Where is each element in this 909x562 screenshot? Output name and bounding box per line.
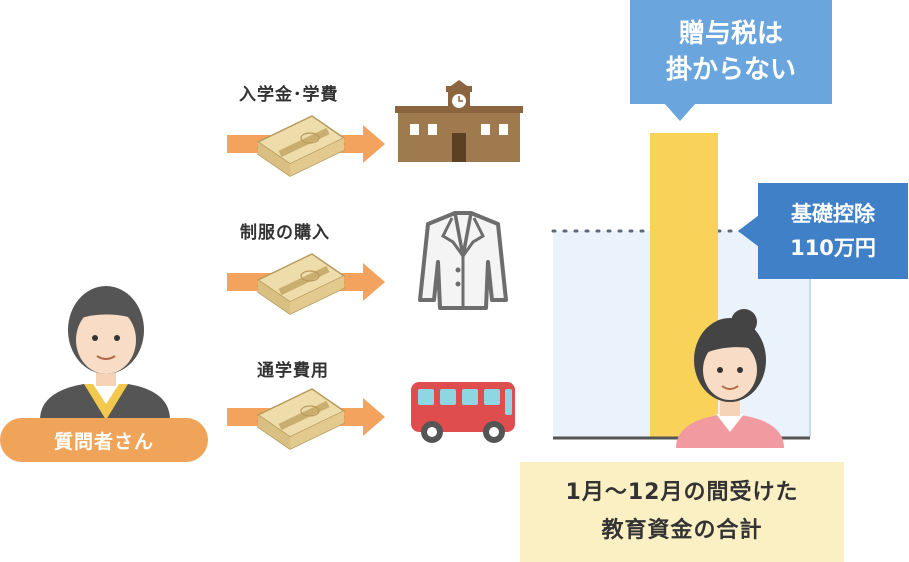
money-icon: [258, 389, 344, 449]
callout-right-pointer: [738, 215, 759, 247]
callout-top-line1: 贈与税は: [678, 19, 783, 49]
allowance-chart: [551, 133, 811, 440]
blazer-jacket-icon: [418, 211, 508, 310]
callout-no-gift-tax: 贈与税は 掛からない: [630, 0, 832, 104]
callout-top-line2: 掛からない: [665, 55, 796, 85]
callout-right-line2: 110万円: [790, 236, 876, 260]
questioner-label: 質問者さん: [0, 418, 208, 462]
item-label-commute: 通学費用: [257, 361, 329, 381]
bottom-box-line1: 1月～12月の間受けた: [565, 480, 799, 505]
money-icon: [258, 116, 344, 176]
bottom-box-line2: 教育資金の合計: [601, 518, 763, 543]
money-icon: [258, 254, 344, 314]
school-building-icon: [395, 80, 523, 162]
education-funds-total-label: 1月～12月の間受けた 教育資金の合計: [520, 462, 844, 562]
item-label-uniform: 制服の購入: [240, 223, 330, 243]
callout-basic-deduction: 基礎控除 110万円: [758, 183, 908, 279]
item-label-tuition: 入学金･学費: [239, 85, 339, 105]
callout-right-line1: 基礎控除: [791, 202, 875, 226]
bus-icon: [411, 382, 515, 443]
questioner-avatar: [40, 286, 170, 420]
callout-top-pointer: [664, 103, 696, 121]
woman-avatar: [676, 309, 784, 448]
